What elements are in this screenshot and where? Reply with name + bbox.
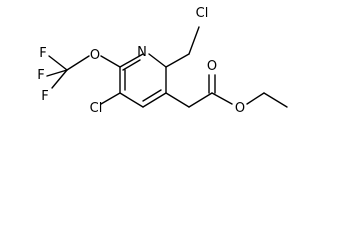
bond-c5-ch2: [165, 92, 190, 108]
bond-c4-c5: [142, 92, 167, 108]
bond-c6-ch2: [165, 53, 190, 68]
bond-o-cf3: [66, 55, 90, 71]
atom-fluorine-left: F: [37, 68, 44, 83]
bond-oester-ch2: [246, 92, 265, 105]
bond-cf3-f-left: [46, 69, 68, 77]
atom-fluorine-bottom: F: [41, 89, 48, 104]
bond-n-c2: [119, 53, 144, 68]
bond-ch2-cl: [188, 26, 200, 55]
atom-ring-nitrogen: N: [137, 45, 147, 60]
chemical-structure-diagram: N O F F F Cl Cl O O: [37, 6, 288, 116]
atom-carbonyl-oxygen: O: [207, 59, 217, 74]
bond-cf3-f-bottom: [51, 69, 68, 89]
bond-c3-c4: [119, 92, 144, 108]
bond-carbonyl-oester: [211, 92, 233, 105]
bond-ch2-carbonyl: [188, 92, 213, 108]
atom-fluorine-top: F: [39, 46, 46, 61]
bond-cf3-f-top: [48, 55, 68, 71]
bond-ch2-ch3: [263, 92, 288, 108]
bond-c2-o: [100, 55, 121, 68]
bond-c3-cl: [100, 92, 121, 105]
bond-c6-n: [148, 53, 167, 68]
bond-c4-c5-inner: [142, 89, 162, 102]
atom-ester-oxygen: O: [235, 101, 245, 116]
bond-n-c2-inner: [122, 59, 141, 71]
atom-chlorine-methyl: Cl: [196, 6, 209, 21]
molecule-drawing: N O F F F Cl Cl O O: [37, 6, 288, 116]
atom-chlorine-ring: Cl: [90, 101, 103, 116]
atom-ether-oxygen: O: [90, 48, 100, 63]
